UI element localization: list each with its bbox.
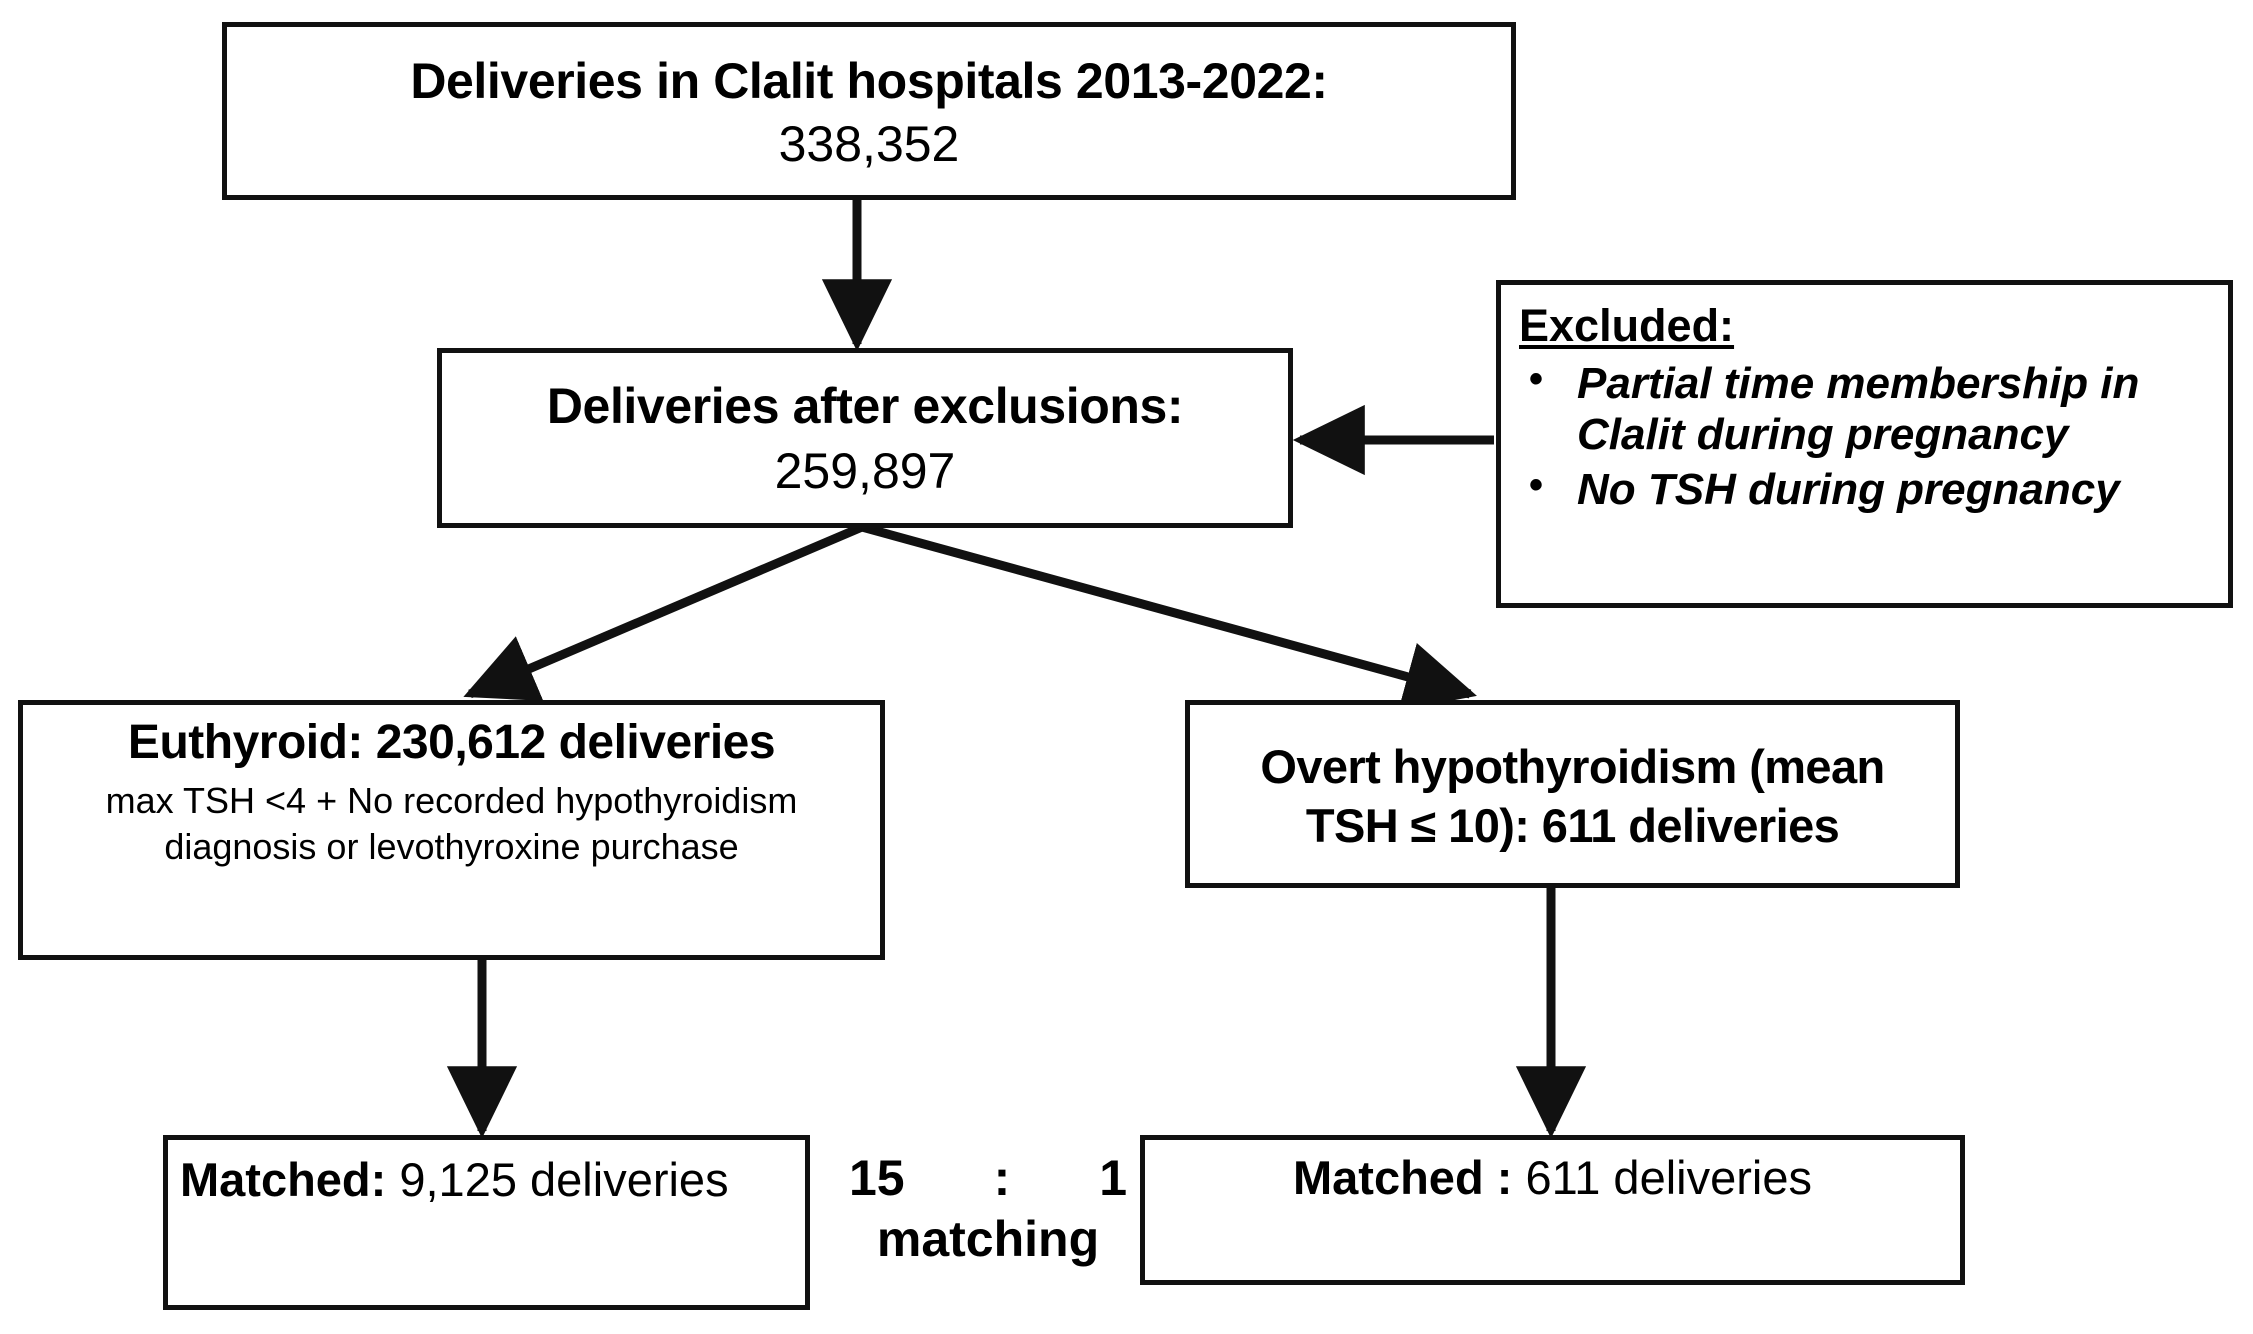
bullet-icon: •	[1529, 357, 1544, 402]
matched-hypothyroid-label: Matched :	[1293, 1151, 1526, 1204]
after-exclusions-count: 259,897	[774, 443, 956, 499]
box-excluded-criteria: Excluded: • Partial time membership in C…	[1496, 280, 2233, 608]
box-matched-euthyroid: Matched: 9,125 deliveries	[163, 1135, 810, 1310]
total-deliveries-title: Deliveries in Clalit hospitals 2013-2022…	[410, 53, 1328, 109]
after-exclusions-title: Deliveries after exclusions:	[546, 378, 1184, 434]
ratio-right-value: 1	[1099, 1150, 1127, 1206]
matched-euthyroid-text: Matched: 9,125 deliveries	[180, 1152, 729, 1207]
matched-hypothyroid-text: Matched : 611 deliveries	[1293, 1150, 1812, 1205]
box-overt-hypothyroidism-group: Overt hypothyroidism (mean TSH ≤ 10): 61…	[1185, 700, 1960, 888]
list-item: • No TSH during pregnancy	[1519, 463, 2218, 515]
ratio-caption: matching	[876, 1211, 1100, 1267]
arrow-after-exclusions-to-euthyroid	[463, 522, 864, 701]
list-item: • Partial time membership in Clalit duri…	[1519, 357, 2218, 460]
excluded-criteria-list: • Partial time membership in Clalit duri…	[1519, 357, 2218, 519]
matching-ratio-annotation: 15 : 1 matching	[843, 1148, 1133, 1270]
matched-euthyroid-label: Matched:	[180, 1153, 400, 1206]
box-euthyroid-group: Euthyroid: 230,612 deliveries max TSH <4…	[18, 700, 885, 960]
arrow-after-exclusions-to-overt-hypothyroidism	[860, 522, 1477, 711]
euthyroid-heading: Euthyroid: 230,612 deliveries	[127, 716, 776, 769]
matched-hypothyroid-value: 611 deliveries	[1525, 1151, 1812, 1204]
euthyroid-definition: max TSH <4 + No recorded hypothyroidism …	[105, 779, 798, 867]
overt-hypothyroidism-line1: Overt hypothyroidism (mean	[1260, 739, 1885, 793]
box-deliveries-after-exclusions: Deliveries after exclusions: 259,897	[437, 348, 1293, 528]
overt-hypothyroidism-line2: TSH ≤ 10): 611 deliveries	[1305, 799, 1840, 852]
matched-euthyroid-value: 9,125 deliveries	[399, 1153, 729, 1206]
bullet-icon: •	[1529, 463, 1544, 508]
matching-ratio-row: 15 : 1	[843, 1148, 1133, 1209]
excluded-item-text: Partial time membership in Clalit during…	[1577, 359, 2140, 460]
total-deliveries-count: 338,352	[778, 116, 960, 172]
ratio-left-value: 15	[849, 1150, 905, 1206]
ratio-colon: :	[993, 1150, 1011, 1206]
excluded-title: Excluded:	[1519, 300, 1735, 351]
box-total-deliveries: Deliveries in Clalit hospitals 2013-2022…	[222, 22, 1516, 200]
excluded-item-text: No TSH during pregnancy	[1577, 465, 2120, 515]
box-matched-hypothyroid: Matched : 611 deliveries	[1140, 1135, 1965, 1285]
